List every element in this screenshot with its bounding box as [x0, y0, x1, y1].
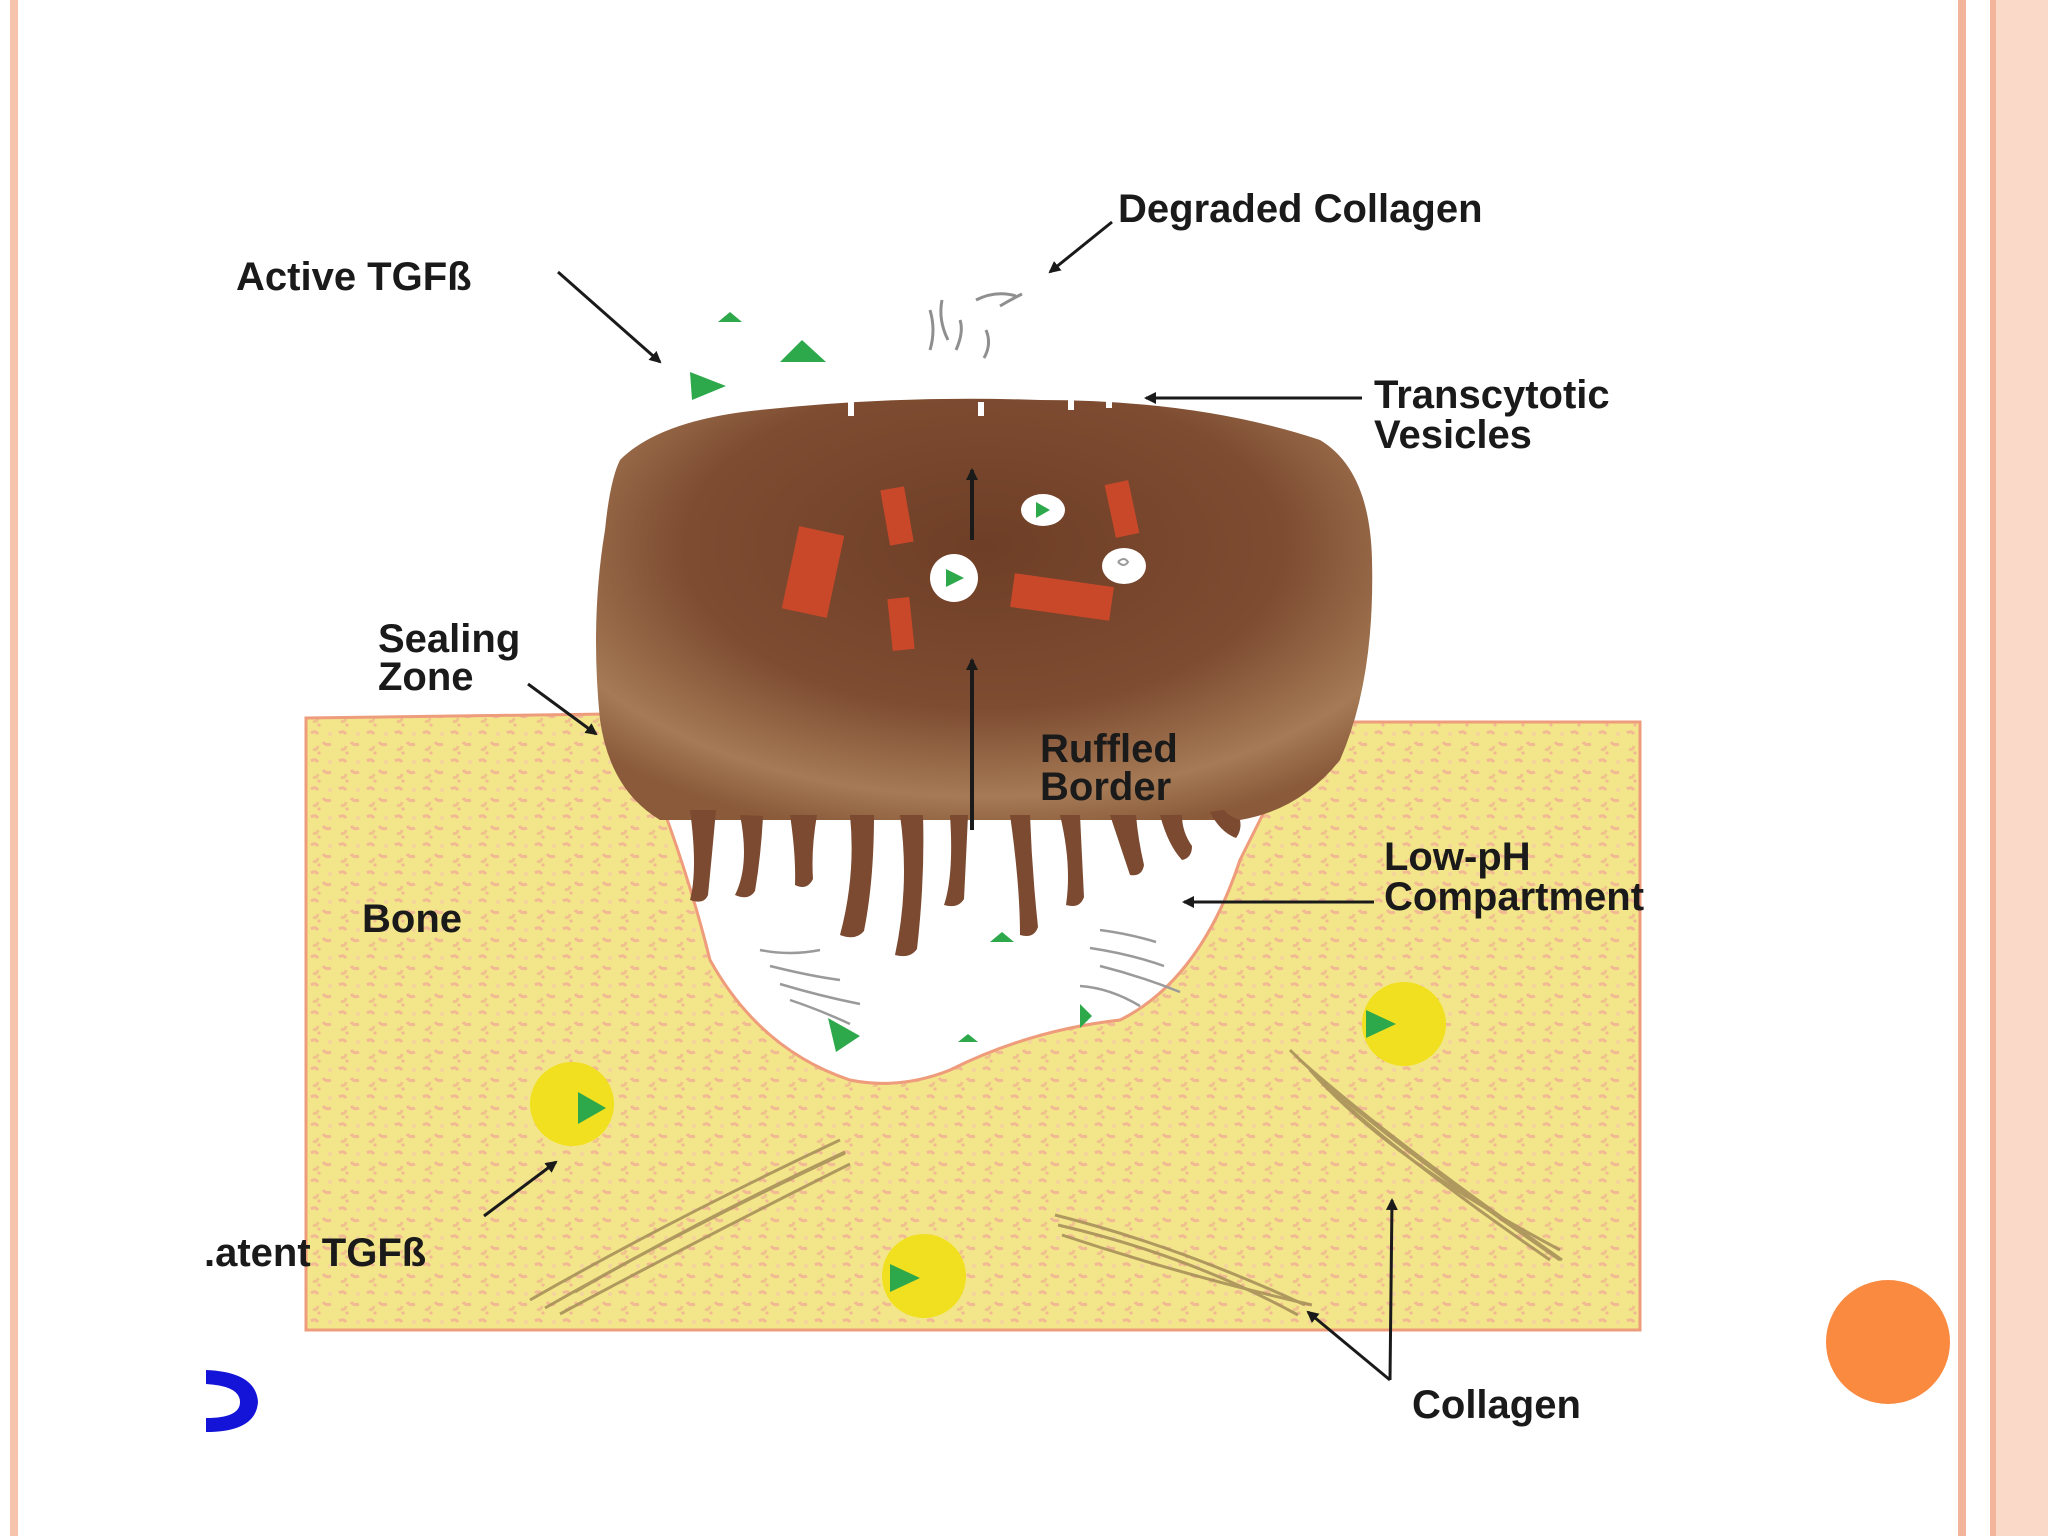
- partial-blue-glyph: [206, 1370, 258, 1432]
- latent-tgfb-arrow: [483, 1160, 558, 1218]
- right-border-line-inner: [1990, 0, 1996, 1536]
- collagen-arrow-upper: [1385, 1198, 1398, 1381]
- accent-circle: [1826, 1280, 1950, 1404]
- latent-tgfb-complexes: [530, 982, 1446, 1318]
- transcytotic-vesicles: [848, 394, 1112, 416]
- sealing-zone-label-line1: Sealing: [378, 617, 520, 661]
- ruffled-border-label-line1: Ruffled: [1040, 727, 1178, 771]
- collagen-arrow-lower: [1306, 1310, 1391, 1382]
- active-tgfb-arrow: [557, 270, 662, 364]
- transcytotic-label-line1: Transcytotic: [1374, 373, 1610, 417]
- collagen-label: Collagen: [1412, 1383, 1581, 1427]
- ruffled-border-label-line2: Border: [1040, 765, 1171, 809]
- low-ph-label-line2: Compartment: [1384, 875, 1644, 919]
- bone-label: Bone: [362, 897, 462, 941]
- intracellular-vesicles: [930, 494, 1146, 602]
- right-border-gap: [1966, 0, 1990, 1536]
- degraded-collagen-label: Degraded Collagen: [1118, 187, 1483, 231]
- transcytotic-label-line2: Vesicles: [1374, 413, 1532, 457]
- pit-tgfb-triangles: [828, 932, 1092, 1052]
- latent-tgfb-label: .atent TGFß: [204, 1231, 426, 1275]
- degraded-collagen-arrow: [1048, 220, 1113, 274]
- left-border-line: [10, 0, 18, 1536]
- active-tgfb-triangles: [690, 312, 826, 400]
- osteoclast-cell: [596, 398, 1373, 820]
- low-ph-label-line1: Low-pH: [1384, 835, 1531, 879]
- degraded-collagen-fragments: [928, 292, 1023, 359]
- collagen-fibers: [529, 1048, 1563, 1317]
- sealing-zone-arrow: [527, 682, 598, 736]
- ruffled-border: [690, 810, 1241, 957]
- right-border-line: [1958, 0, 1966, 1536]
- lysosomes: [781, 480, 1140, 652]
- pit-collagen-fragments: [759, 928, 1181, 1026]
- active-tgfb-label: Active TGFß: [236, 255, 472, 299]
- sealing-zone-label-line2: Zone: [378, 655, 474, 699]
